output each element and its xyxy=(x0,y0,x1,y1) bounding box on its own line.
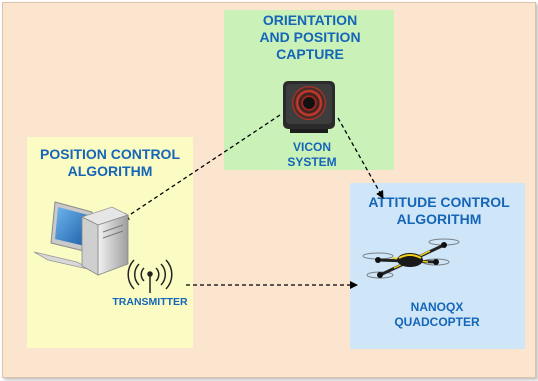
desktop-computer-icon xyxy=(33,201,130,276)
antenna-signal-icon xyxy=(127,259,173,293)
position-control-title: POSITION CONTROL ALGORITHM xyxy=(40,146,180,180)
vicon-system-label: VICON SYSTEM xyxy=(287,140,337,169)
vicon-panel-title: ORIENTATION AND POSITION CAPTURE xyxy=(259,12,361,63)
attitude-control-title: ATTITUDE CONTROL ALGORITHM xyxy=(368,194,510,228)
transmitter-label: TRANSMITTER xyxy=(112,296,188,308)
arrow-vicon-to-drone xyxy=(337,117,384,199)
attitude-control-panel xyxy=(350,183,525,349)
arrow-vicon-to-computer xyxy=(121,114,281,221)
quadcopter-label: NANOQX QUADCOPTER xyxy=(394,300,480,329)
motion-capture-camera-icon xyxy=(283,81,335,133)
quadcopter-icon xyxy=(362,238,460,279)
